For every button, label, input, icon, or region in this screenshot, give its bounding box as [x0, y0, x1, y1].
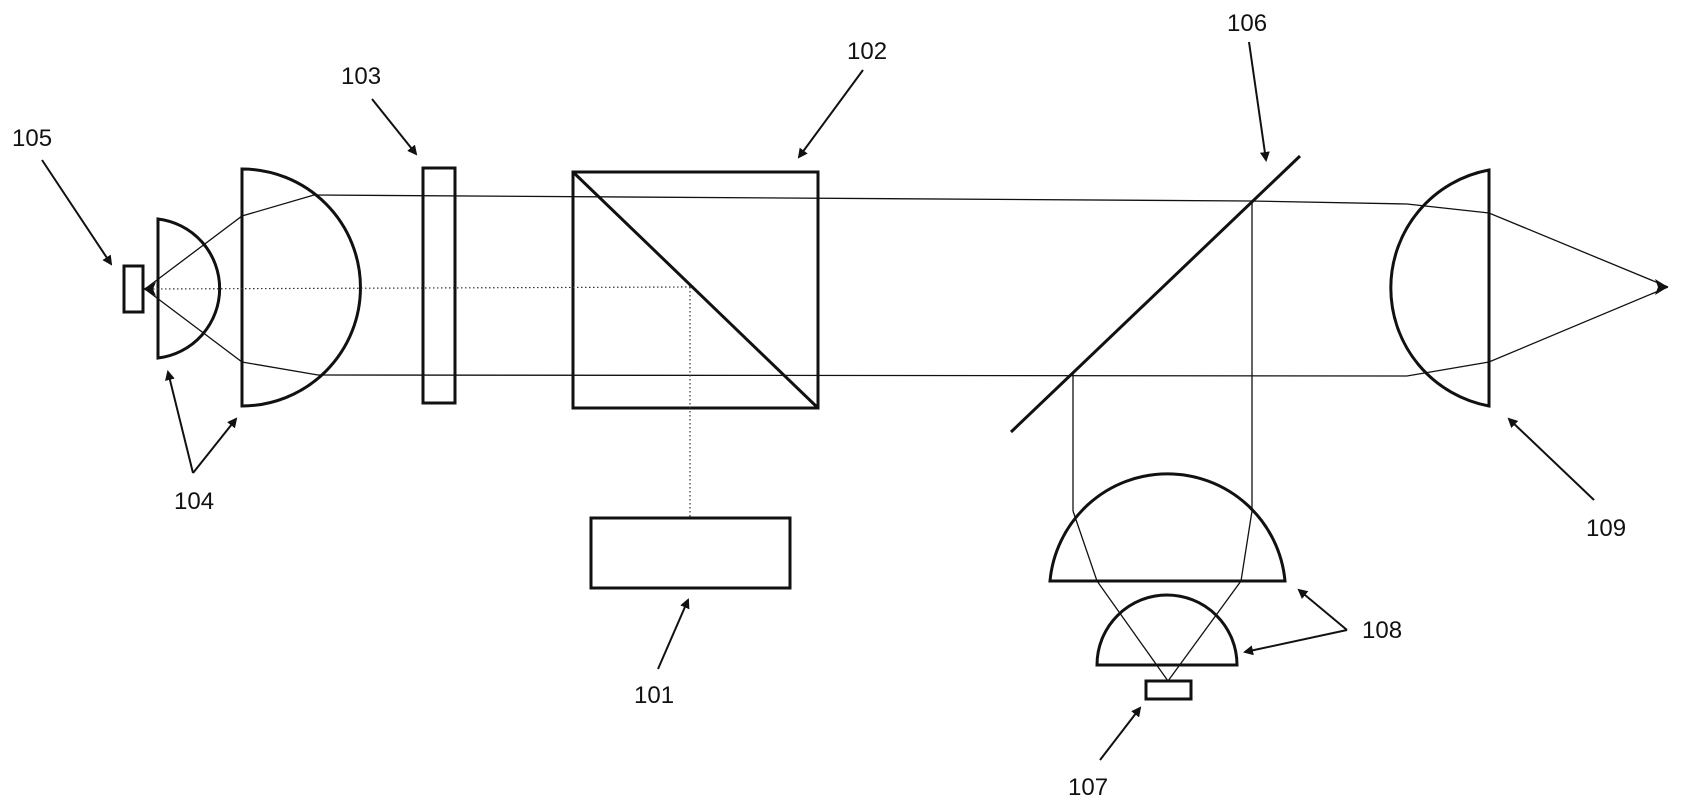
label-102: 102	[847, 38, 887, 65]
component-107-element	[1144, 679, 1193, 701]
component-105-element	[122, 264, 145, 314]
optical-axis	[144, 286, 691, 290]
ray-top-left	[144, 194, 315, 290]
component-103-plate	[421, 166, 457, 405]
component-101-box	[589, 516, 792, 590]
label-103: 103	[341, 63, 381, 90]
label-108: 108	[1362, 617, 1402, 644]
ray-focus-left	[1072, 510, 1169, 682]
component-109-lens	[1389, 168, 1491, 408]
ray-focus-right	[1167, 510, 1253, 682]
label-105: 105	[12, 125, 52, 152]
component-102-diagonal	[571, 170, 820, 410]
component-108-large-lens	[1048, 472, 1287, 583]
leader-109	[1507, 417, 1595, 501]
focus-point-arrowhead	[1655, 279, 1668, 295]
source-arrowhead	[143, 282, 156, 296]
component-108-small-lens	[1095, 593, 1239, 667]
leader-101	[657, 598, 690, 670]
component-106-mirror	[1009, 154, 1302, 434]
component-102-cube	[571, 170, 820, 410]
ray-top-main	[313, 194, 1669, 288]
ray-bottom-main	[317, 286, 1669, 377]
leader-107	[1099, 706, 1142, 761]
leader-106	[1248, 41, 1270, 162]
leader-108-b	[1243, 629, 1348, 656]
ray-bottom-left	[144, 288, 319, 376]
label-104: 104	[174, 488, 214, 515]
component-104-small-lens	[156, 217, 222, 360]
leader-108-a	[1297, 588, 1348, 631]
leader-103	[371, 98, 418, 156]
leader-105	[41, 159, 113, 266]
label-101: 101	[634, 682, 674, 709]
component-104-large-lens	[240, 167, 362, 408]
label-107: 107	[1068, 774, 1108, 801]
leader-102	[797, 69, 864, 159]
label-106: 106	[1227, 10, 1267, 37]
label-109: 109	[1586, 515, 1626, 542]
leader-104-b	[192, 417, 238, 474]
leader-104-a	[165, 370, 194, 474]
